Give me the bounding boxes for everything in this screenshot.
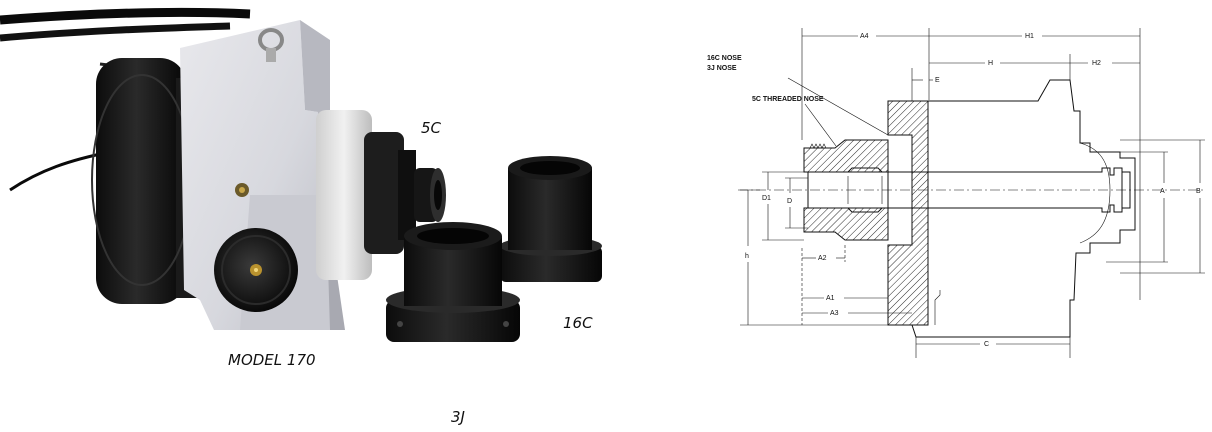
label-16c: 16C [563,314,593,332]
note-5c-threaded: 5C THREADED NOSE [752,96,824,103]
dim-a1: A1 [826,295,835,302]
flange [887,100,929,326]
label-3j: 3J [451,408,465,426]
dim-h2: H2 [1092,60,1101,67]
dim-b: B [1196,188,1201,195]
dim-e: E [935,77,940,84]
lifting-eye [258,28,284,62]
label-5c: 5C [421,119,442,137]
dim-h-small: h [745,253,749,260]
note-16c-nose: 16C NOSE [707,55,742,62]
nose-16c [500,156,602,282]
dim-a3: A3 [830,310,839,317]
dim-h1: H1 [1025,33,1034,40]
nose-3j [386,222,520,342]
dim-c: C [984,341,989,348]
dim-a: A [1160,188,1165,195]
dim-a4: A4 [860,33,869,40]
spindle [316,110,446,280]
spindle-shaft [807,167,1123,213]
dim-a2: A2 [818,255,827,262]
product-photo: 5C 16C MODEL 170 3J [0,7,602,426]
handwheel [214,228,298,312]
dimension-drawing: 16C NOSE 3J NOSE 5C THREADED NOSE A4 H1 … [707,28,1205,358]
dim-d1: D1 [762,195,771,202]
label-model: MODEL 170 [228,351,316,369]
dim-h: H [988,60,993,67]
note-3j-nose: 3J NOSE [707,65,737,72]
dim-d: D [787,198,792,205]
side-bolt [235,183,249,197]
